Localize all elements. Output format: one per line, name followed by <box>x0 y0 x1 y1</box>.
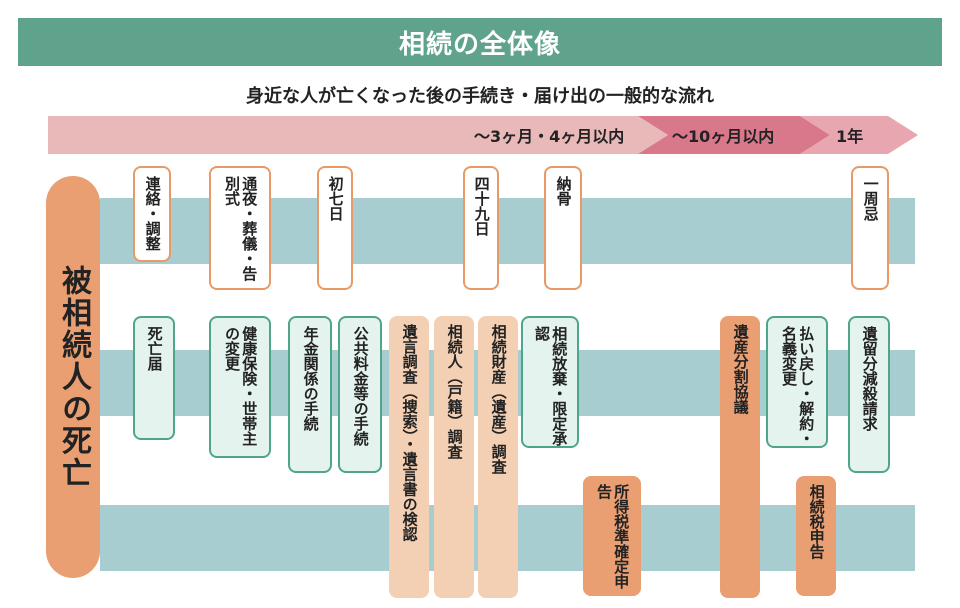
event-noukotsu: 納骨 <box>544 166 582 290</box>
title-bar: 相続の全体像 <box>18 18 942 66</box>
procedure-label: 死亡届 <box>145 326 164 371</box>
timeline-stage-2 <box>638 116 830 154</box>
event-renraku: 連絡・調整 <box>133 166 171 262</box>
procedure-bunkatsu: 遺産分割協議 <box>720 316 760 598</box>
procedure-igon-chosa: 遺言調査（捜索）・遺言書の検認 <box>389 316 429 598</box>
procedure-label: 公共料金等の手続 <box>351 326 370 446</box>
page-title: 相続の全体像 <box>398 29 561 60</box>
event-label: 納骨 <box>554 176 573 206</box>
procedure-label: 相続放棄・限定承認 <box>533 326 569 446</box>
procedure-kenko-hoken: 健康保険・世帯主の変更 <box>209 316 271 458</box>
event-label: 通夜・葬儀・告別式 <box>223 176 259 281</box>
page-subtitle: 身近な人が亡くなった後の手続き・届け出の一般的な流れ <box>246 86 714 107</box>
procedure-label: 相続人（戸籍）調査 <box>445 324 464 459</box>
procedure-iryubun: 遺留分減殺請求 <box>848 316 890 473</box>
procedure-nenkin: 年金関係の手続 <box>288 316 332 473</box>
event-shonanoka: 初七日 <box>317 166 353 290</box>
procedure-label: 遺産分割協議 <box>731 324 750 414</box>
tax-sozokuzei: 相続税申告 <box>796 476 836 596</box>
tax-label: 相続税申告 <box>807 484 826 559</box>
timeline-stage-1 <box>48 116 668 154</box>
stage-label-2: ～10ヶ月以内 <box>672 127 775 146</box>
procedure-label: 健康保険・世帯主の変更 <box>223 326 259 446</box>
event-label: 連絡・調整 <box>143 176 162 251</box>
procedure-label: 相続財産（遺産）調査 <box>489 324 508 474</box>
tax-shotokuzei: 所得税準確定申告 <box>583 476 641 596</box>
event-shijukunichi: 四十九日 <box>463 166 499 290</box>
procedure-label: 年金関係の手続 <box>301 326 320 431</box>
event-label: 一周忌 <box>861 176 880 221</box>
procedure-label: 遺留分減殺請求 <box>860 326 879 431</box>
event-label: 四十九日 <box>472 176 491 236</box>
procedure-houki: 相続放棄・限定承認 <box>521 316 579 448</box>
tax-label: 所得税準確定申告 <box>595 484 631 589</box>
timeline-stage-3 <box>800 116 918 154</box>
procedure-label: 払い戻し・解約・名義変更 <box>780 326 816 446</box>
event-label: 初七日 <box>326 176 345 221</box>
main-event-label: 被相続人の死亡 <box>56 265 91 489</box>
stage-label-3: 1年 <box>836 127 864 146</box>
procedure-shibou-todoke: 死亡届 <box>133 316 175 440</box>
procedure-haraimodoshi: 払い戻し・解約・名義変更 <box>766 316 828 448</box>
procedure-sozoku-zaisan: 相続財産（遺産）調査 <box>478 316 518 598</box>
timeline-arrow <box>48 116 918 154</box>
procedure-label: 遺言調査（捜索）・遺言書の検認 <box>400 324 419 542</box>
main-event-pill: 被相続人の死亡 <box>46 176 100 578</box>
event-tsuya: 通夜・葬儀・告別式 <box>209 166 271 290</box>
procedure-sozokunin-chosa: 相続人（戸籍）調査 <box>434 316 474 598</box>
stage-label-1: ～3ヶ月・4ヶ月以内 <box>474 127 625 146</box>
procedure-kokyo-ryokin: 公共料金等の手続 <box>338 316 382 473</box>
event-isshuki: 一周忌 <box>851 166 889 290</box>
